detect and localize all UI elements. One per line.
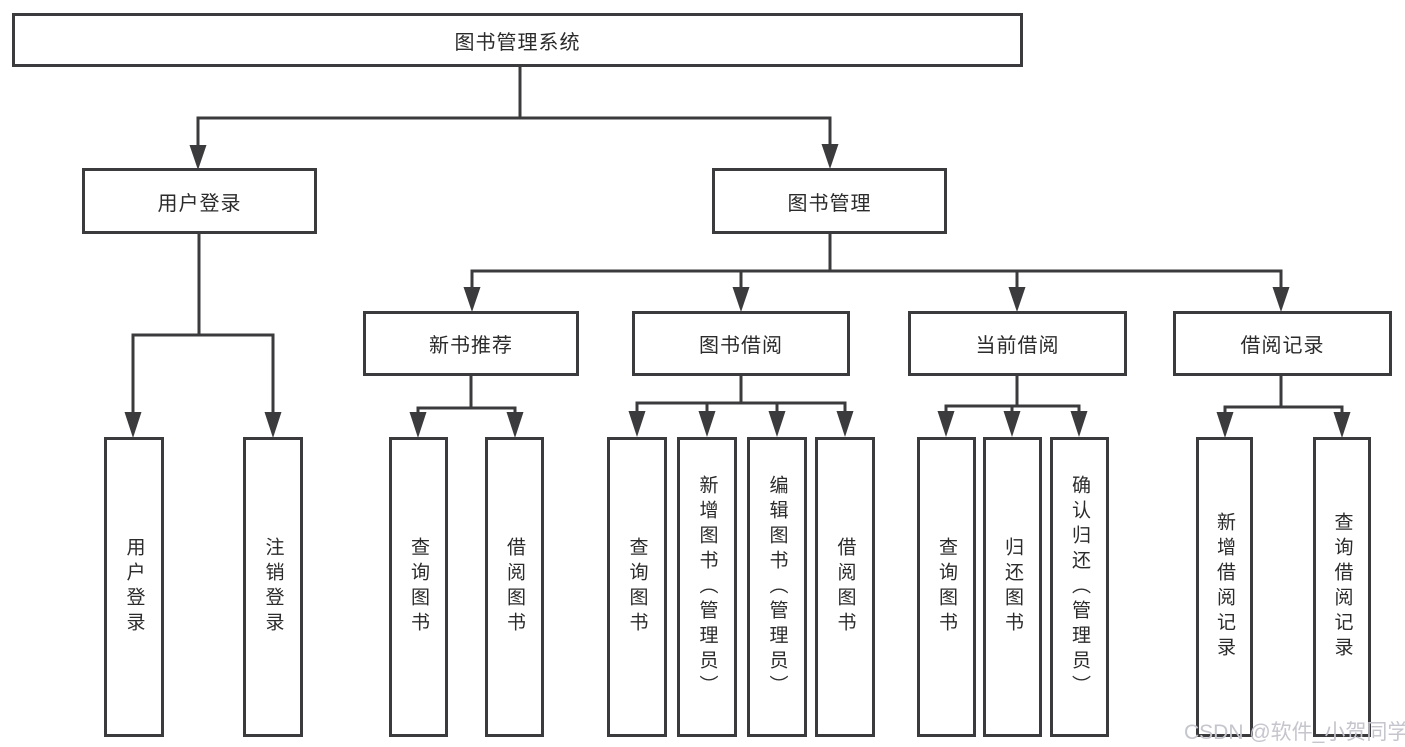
leaf-label: 借阅图书: [834, 537, 856, 637]
leaf-return-books: 归还图书: [983, 437, 1042, 737]
edges-book-borrow: [628, 374, 854, 437]
node-current-borrow-label: 当前借阅: [975, 335, 1060, 357]
leaf-confirm-return-admin: 确认归还（管理员）: [1050, 437, 1109, 737]
node-root: 图书管理系统: [12, 13, 1023, 67]
node-root-label: 图书管理系统: [454, 31, 581, 54]
leaf-query-borrow-record: 查询借阅记录: [1313, 437, 1371, 737]
leaf-query-books-recommend: 查询图书: [389, 437, 448, 737]
leaf-label: 用户登录: [123, 537, 145, 637]
leaf-borrow-books: 借阅图书: [815, 437, 875, 737]
edges-user-login: [124, 231, 282, 438]
node-borrow-records: 借阅记录: [1173, 311, 1392, 376]
node-new-book-recommend: 新书推荐: [363, 311, 579, 376]
node-current-borrow: 当前借阅: [908, 311, 1127, 376]
node-borrow-records-label: 借阅记录: [1240, 335, 1325, 357]
leaf-borrow-books-recommend: 借阅图书: [485, 437, 544, 737]
leaf-query-books-current: 查询图书: [917, 437, 976, 737]
leaf-label: 归还图书: [1002, 537, 1023, 637]
leaf-label: 新增借阅记录: [1214, 512, 1235, 662]
node-book-management: 图书管理: [712, 168, 947, 234]
csdn-watermark: CSDN @软件_小贺同学: [1184, 721, 1405, 744]
node-user-login: 用户登录: [82, 168, 317, 234]
leaf-label: 查询图书: [408, 537, 429, 637]
leaf-add-borrow-record: 新增借阅记录: [1196, 437, 1253, 737]
leaf-label: 查询图书: [626, 537, 648, 637]
edges-new-book-recommend: [409, 374, 524, 438]
edges-book-management: [463, 231, 1290, 312]
leaf-label: 查询图书: [936, 537, 957, 637]
node-book-management-label: 图书管理: [787, 192, 872, 215]
leaf-label: 编辑图书（管理员）: [766, 474, 788, 700]
leaf-logout: 注销登录: [243, 437, 303, 737]
node-book-borrow-label: 图书借阅: [699, 335, 783, 357]
edges-root: [189, 64, 839, 170]
leaf-label: 借阅图书: [504, 537, 525, 637]
node-new-book-recommend-label: 新书推荐: [429, 335, 513, 357]
leaf-edit-books-admin: 编辑图书（管理员）: [747, 437, 807, 737]
leaf-label: 新增图书（管理员）: [696, 474, 718, 700]
edges-borrow-records: [1216, 374, 1351, 438]
edges-current-borrow: [937, 374, 1088, 437]
leaf-label: 注销登录: [262, 537, 284, 637]
leaf-label: 确认归还（管理员）: [1069, 474, 1090, 700]
leaf-user-login: 用户登录: [104, 437, 164, 737]
leaf-add-books-admin: 新增图书（管理员）: [677, 437, 737, 737]
node-user-login-label: 用户登录: [157, 192, 242, 215]
leaf-query-books-borrow: 查询图书: [607, 437, 667, 737]
leaf-label: 查询借阅记录: [1331, 512, 1353, 662]
node-book-borrow: 图书借阅: [632, 311, 850, 376]
